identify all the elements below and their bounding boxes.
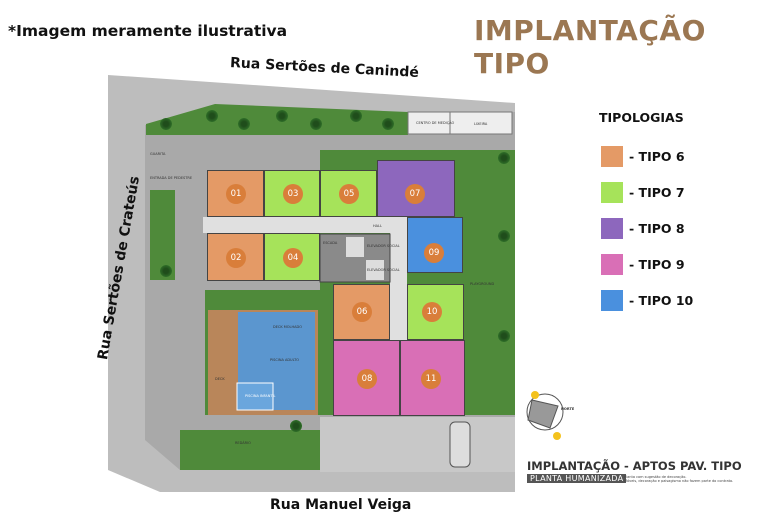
label-entrada: ENTRADA DE PEDESTRE: [150, 176, 193, 180]
palm-tree-icon: [276, 110, 288, 122]
unit-number: 05: [339, 184, 359, 204]
unit-number: 04: [283, 248, 303, 268]
unit-08[interactable]: 08: [333, 340, 400, 416]
unit-11[interactable]: 11: [400, 340, 465, 416]
palm-tree-icon: [382, 118, 394, 130]
caption-subtitle: PLANTA HUMANIZADA: [527, 474, 627, 483]
unit-04[interactable]: 04: [264, 233, 320, 281]
unit-01[interactable]: 01: [207, 170, 264, 217]
vertical-corridor: [390, 217, 407, 377]
legend-label: - TIPO 8: [629, 221, 685, 236]
hall-corridor: [203, 217, 408, 233]
label-elevador-1: ELEVADOR SOCIAL: [367, 244, 400, 248]
unit-02[interactable]: 02: [207, 233, 264, 281]
palm-tree-icon: [350, 110, 362, 122]
unit-number: 08: [357, 369, 377, 389]
palm-tree-icon: [206, 110, 218, 122]
legend-swatch: [601, 290, 623, 311]
garden-redario: [180, 430, 320, 470]
caption-note: Planta com sugestão de decoração.Móveis,…: [624, 475, 733, 483]
compass: [526, 393, 564, 431]
unit-10[interactable]: 10: [407, 284, 464, 340]
label-elevador-2: ELEVADOR SOCIAL: [367, 268, 400, 272]
label-escada: ESCADA: [323, 241, 338, 245]
label-hall: HALL: [373, 224, 382, 228]
palm-tree-icon: [310, 118, 322, 130]
unit-number: 11: [421, 369, 441, 389]
label-piscina-adulto: PISCINA ADULTO: [270, 358, 299, 362]
unit-number: 01: [226, 184, 246, 204]
unit-number: 03: [283, 184, 303, 204]
unit-03[interactable]: 03: [264, 170, 320, 217]
pool-child: [236, 382, 274, 411]
palm-tree-icon: [238, 118, 250, 130]
label-redario: REDÁRIO: [235, 441, 251, 445]
street-bottom: Rua Manuel Veiga: [270, 497, 412, 513]
legend-label: - TIPO 9: [629, 257, 685, 272]
unit-number: 09: [424, 243, 444, 263]
palm-tree-icon: [498, 152, 510, 164]
legend-swatch: [601, 218, 623, 239]
caption-note-line: Móveis, decoração e paisagismo não fazem…: [624, 479, 734, 483]
sun-icon: [531, 391, 539, 399]
palm-tree-icon: [498, 230, 510, 242]
legend-item-tipo-6: - TIPO 6: [601, 146, 685, 167]
compass-north-label: NORTE: [561, 407, 575, 411]
service-buildings: [407, 111, 513, 135]
palm-tree-icon: [160, 265, 172, 277]
legend-swatch: [601, 146, 623, 167]
unit-06[interactable]: 06: [333, 284, 390, 340]
unit-number: 02: [226, 248, 246, 268]
page-title: IMPLANTAÇÃO TIPO: [474, 14, 706, 80]
caption-title: IMPLANTAÇÃO - APTOS PAV. TIPO: [527, 459, 742, 473]
unit-number: 07: [405, 184, 425, 204]
label-guarita: GUARITA: [150, 152, 166, 156]
label-deck-molhado: DECK MOLHADO: [273, 325, 302, 329]
caption-note-line: Planta com sugestão de decoração.: [624, 475, 687, 479]
disclaimer: *Imagem meramente ilustrativa: [8, 22, 288, 40]
legend-swatch: [601, 254, 623, 275]
unit-07[interactable]: 07: [377, 160, 455, 217]
sun-icon: [553, 432, 561, 440]
legend-label: - TIPO 7: [629, 185, 685, 200]
legend-label: - TIPO 10: [629, 293, 694, 308]
label-deck: DECK: [215, 377, 225, 381]
legend-item-tipo-9: - TIPO 9: [601, 254, 685, 275]
legend-title: TIPOLOGIAS: [599, 110, 684, 125]
label-piscina-infantil: PISCINA INFANTIL: [245, 394, 276, 398]
parking: [320, 417, 515, 472]
label-medicao: CENTRO DE MEDIÇÃO: [416, 121, 455, 125]
palm-tree-icon: [160, 118, 172, 130]
legend-swatch: [601, 182, 623, 203]
unit-09[interactable]: 09: [407, 217, 463, 273]
legend-item-tipo-8: - TIPO 8: [601, 218, 685, 239]
legend-item-tipo-10: - TIPO 10: [601, 290, 693, 311]
unit-number: 10: [422, 302, 442, 322]
palm-tree-icon: [498, 330, 510, 342]
car: [449, 421, 471, 468]
legend-label: - TIPO 6: [629, 149, 685, 164]
legend-item-tipo-7: - TIPO 7: [601, 182, 685, 203]
unit-number: 06: [352, 302, 372, 322]
unit-05[interactable]: 05: [320, 170, 377, 217]
label-playground: PLAYGROUND: [470, 282, 495, 286]
label-lixeira: LIXEIRA: [474, 122, 488, 126]
palm-tree-icon: [290, 420, 302, 432]
